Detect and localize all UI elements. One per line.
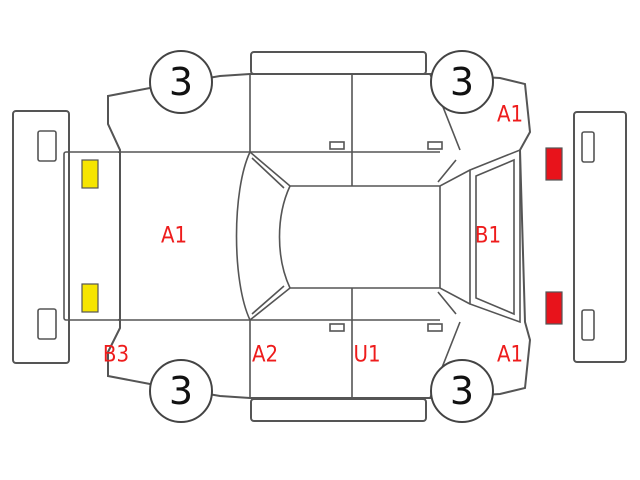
code-right-front-door-area: A2: [252, 343, 278, 368]
car-cabin: [235, 151, 471, 321]
roof-rail-bottom: [250, 398, 427, 422]
code-front-right-corner: B3: [103, 343, 129, 368]
front-bumper: [12, 110, 70, 364]
roof-rail-top: [250, 51, 427, 75]
code-right-rear-corner-lower: A1: [497, 343, 523, 368]
wheel-front-left: 3: [149, 50, 213, 114]
wheel-front-left-value: 3: [169, 60, 193, 104]
rear-lamp-top: [545, 147, 563, 181]
code-rear-panel: B1: [475, 224, 501, 249]
front-lamp-top: [81, 159, 99, 189]
code-right-rear-door-area: U1: [353, 343, 380, 368]
rear-hatch: [469, 148, 521, 324]
wheel-rear-left: 3: [430, 50, 494, 114]
wheel-rear-right: 3: [430, 359, 494, 423]
code-right-rear-corner: A1: [497, 103, 523, 128]
car-body-outline: [63, 73, 532, 399]
code-front-panel: A1: [161, 224, 187, 249]
wheel-rear-right-value: 3: [450, 369, 474, 413]
rear-bumper: [573, 111, 627, 363]
wheel-rear-left-value: 3: [450, 60, 474, 104]
wheel-front-right: 3: [149, 359, 213, 423]
rear-lamp-bottom: [545, 291, 563, 325]
front-lamp-bottom: [81, 283, 99, 313]
wheel-front-right-value: 3: [169, 369, 193, 413]
bottom-side-doors: [249, 288, 461, 399]
